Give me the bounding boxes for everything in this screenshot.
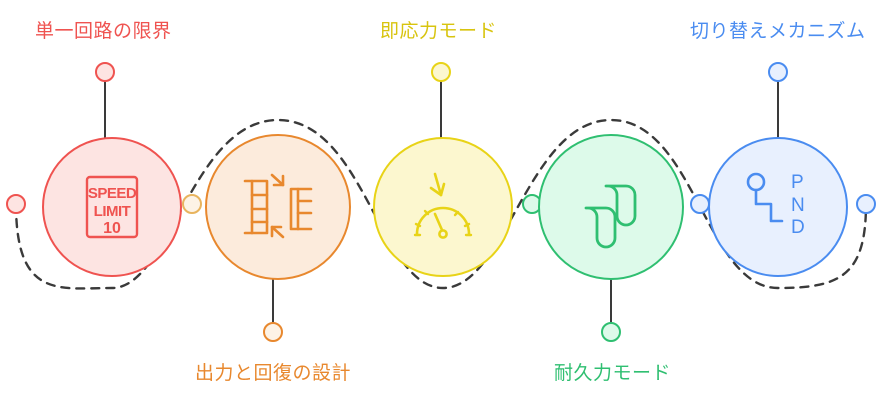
- node-4-wave-marker[interactable]: [690, 194, 710, 214]
- node-1-wave-marker[interactable]: [6, 194, 26, 214]
- speed-limit-line3: 10: [103, 220, 121, 237]
- node-3-bubble[interactable]: [373, 137, 513, 277]
- node-5-stem: [777, 80, 779, 142]
- dashed-wave-path: [14, 118, 868, 290]
- node-4-tip-dot[interactable]: [601, 322, 621, 342]
- node-5-wave-marker[interactable]: [856, 194, 876, 214]
- node-1-tip-dot[interactable]: [95, 62, 115, 82]
- node-1-label: 単一回路の限界: [35, 21, 172, 42]
- gear-shifter-icon: P N D: [746, 172, 805, 238]
- shifter-letter-p: P: [791, 172, 804, 193]
- node-2-tip-dot[interactable]: [263, 322, 283, 342]
- node-5-bubble[interactable]: P N D: [708, 137, 848, 277]
- node-4-stem: [610, 276, 612, 326]
- node-2-bubble[interactable]: [205, 134, 351, 280]
- node-4-label: 耐久力モード: [554, 363, 672, 384]
- speed-limit-line1: SPEED: [88, 185, 137, 202]
- node-1-bubble[interactable]: SPEED LIMIT 10: [42, 137, 182, 277]
- node-1-stem: [104, 80, 106, 142]
- gauge-down-arrow-icon: [413, 172, 473, 239]
- node-2-label: 出力と回復の設計: [195, 363, 352, 384]
- node-4-bubble[interactable]: [538, 134, 684, 280]
- shifter-letter-d: D: [791, 217, 805, 238]
- speed-limit-sign-icon: SPEED LIMIT 10: [85, 175, 139, 239]
- node-5-label: 切り替えメカニズム: [690, 21, 866, 42]
- energy-exchange-icon: [243, 173, 313, 239]
- node-2-wave-marker[interactable]: [182, 194, 202, 214]
- node-2-stem: [272, 276, 274, 326]
- speed-limit-line2: LIMIT: [94, 203, 131, 220]
- route-path-icon: [584, 184, 637, 249]
- node-3-label: 即応力モード: [380, 21, 498, 42]
- shifter-letter-n: N: [791, 195, 805, 216]
- node-3-stem: [440, 80, 442, 142]
- node-3-tip-dot[interactable]: [431, 62, 451, 82]
- node-5-tip-dot[interactable]: [768, 62, 788, 82]
